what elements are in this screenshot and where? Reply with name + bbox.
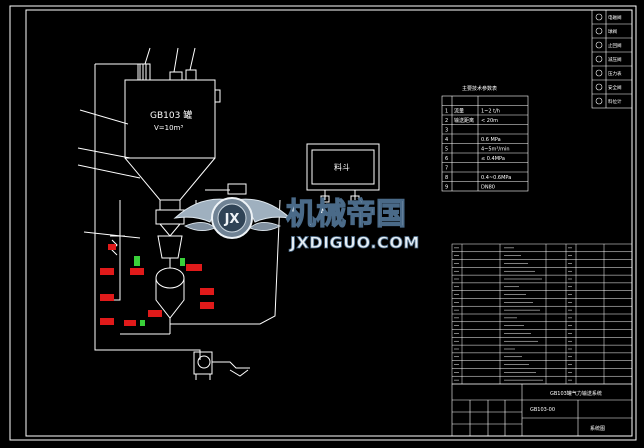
watermark: JX 机械帝国 JXDIGUO.COM <box>173 196 420 252</box>
param-row-value: 1~2 t/h <box>481 109 500 115</box>
watermark-emblem-text: JX <box>224 212 240 227</box>
legend-symbol-icon <box>595 69 603 77</box>
param-row-no: 3 <box>445 128 448 134</box>
legend-symbol-icon <box>595 41 603 49</box>
watermark-latin: JXDIGUO.COM <box>289 233 420 252</box>
watermark-emblem-icon: JX <box>173 197 292 239</box>
tower-cone <box>124 157 216 201</box>
outer-border <box>9 5 637 441</box>
legend-symbol-icon <box>595 83 603 91</box>
legend-row-label: 球阀 <box>608 28 617 35</box>
legend-symbol-icon <box>595 27 603 35</box>
param-row-no: 7 <box>445 166 448 172</box>
title-block <box>451 383 633 437</box>
title-block-sheet: 系统图 <box>590 425 605 432</box>
param-table: 1 流量 1~2 t/h 2 输送距离 < 20m 3 4 0.6 MPa 5 4~5m³/min 6… <box>441 95 529 192</box>
green-tags <box>134 256 185 326</box>
param-row-name: 输送距离 <box>454 117 474 124</box>
param-row-no: 2 <box>445 118 448 124</box>
param-row-value: DN80 <box>481 185 495 191</box>
title-block-code: GB103-00 <box>530 407 555 413</box>
title-block-title: GB103罐气力输送系统 <box>550 390 602 397</box>
tower-label: GB103 罐 <box>150 109 192 121</box>
legend-row-label: 减压阀 <box>608 56 622 63</box>
param-row-value: 0.6 MPa <box>481 137 501 143</box>
param-table-title: 主要技术参数表 <box>462 85 497 92</box>
param-row-no: 4 <box>445 137 448 143</box>
legend-row-label: 电磁阀 <box>608 14 622 21</box>
center-hopper-box <box>306 143 380 203</box>
tower-volume: V=10m³ <box>154 124 183 132</box>
param-row-value: ≤ 0.4MPa <box>481 156 505 162</box>
inner-border <box>25 9 633 437</box>
center-box-label: 料斗 <box>334 162 350 172</box>
air-tank <box>193 351 213 375</box>
watermark-chinese: 机械帝国 <box>286 197 406 232</box>
param-row-value: 0.4~0.6MPa <box>481 175 511 181</box>
legend-row-label: 压力表 <box>608 70 622 77</box>
param-row-name: 流量 <box>454 108 464 115</box>
legend-row-label: 安全阀 <box>608 84 622 91</box>
param-row-no: 1 <box>445 109 448 115</box>
legend-symbol-icon <box>595 97 603 105</box>
air-compressor <box>197 355 211 369</box>
legend-symbol-icon <box>595 13 603 21</box>
param-row-value: 4~5m³/min <box>481 147 510 153</box>
param-row-no: 8 <box>445 175 448 181</box>
legend-symbol-icon <box>595 55 603 63</box>
param-row-no: 9 <box>445 185 448 191</box>
process-diagram <box>77 47 281 380</box>
param-row-no: 5 <box>445 147 448 153</box>
parts-list <box>451 243 633 385</box>
storage-tower <box>124 79 216 159</box>
param-row-no: 6 <box>445 156 448 162</box>
param-row-value: < 20m <box>481 118 498 124</box>
legend-row-label: 料位计 <box>608 98 622 105</box>
legend-row-label: 止回阀 <box>608 42 622 49</box>
